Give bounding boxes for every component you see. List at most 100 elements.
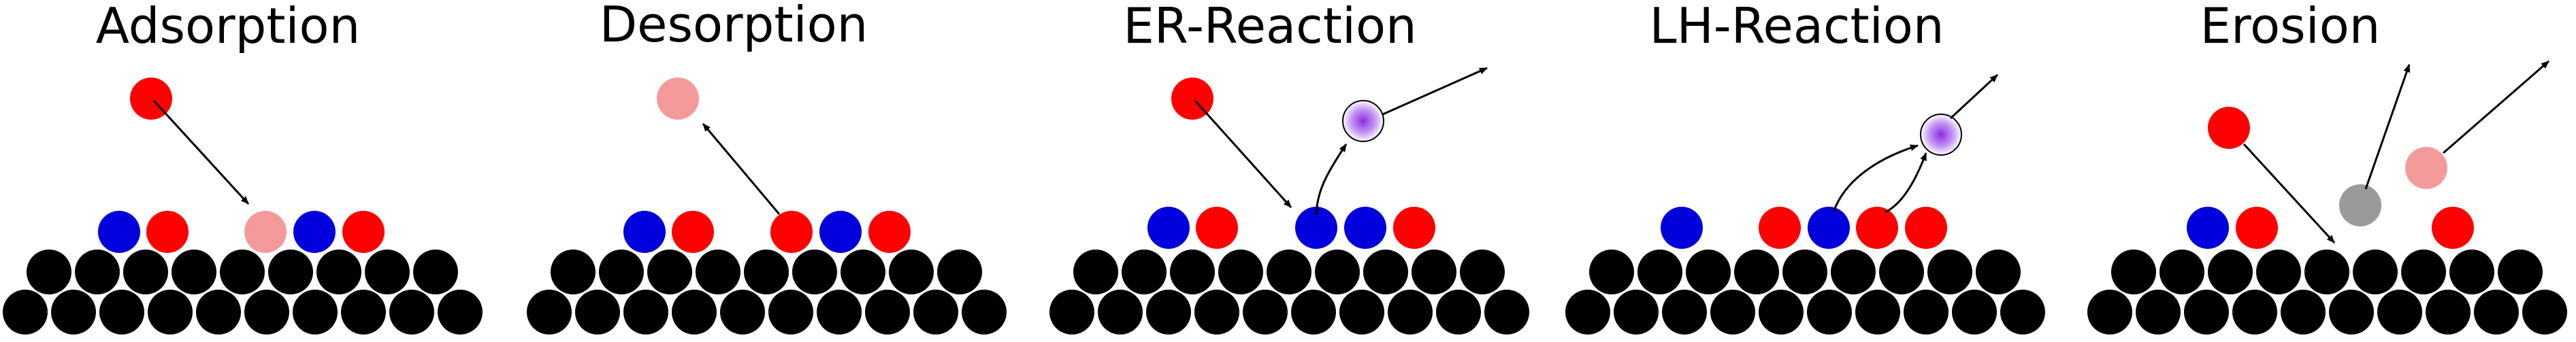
substrate-atom xyxy=(1218,250,1263,294)
reaction-product xyxy=(1920,114,1962,156)
substrate-atom xyxy=(438,290,483,335)
adsorbate-red xyxy=(2432,207,2474,249)
substrate-atom xyxy=(1565,290,1610,335)
adsorbate-red xyxy=(1905,207,1947,249)
substrate-atom xyxy=(389,290,434,335)
adsorbate-red xyxy=(1856,207,1898,249)
adsorbate-blue xyxy=(623,211,666,253)
substrate-atom xyxy=(1686,250,1731,294)
substrate-atom xyxy=(2136,290,2181,335)
sputtered-atom xyxy=(2405,147,2447,189)
substrate-atom xyxy=(413,250,458,294)
substrate-atom xyxy=(1315,250,1360,294)
substrate-atom xyxy=(1122,250,1167,294)
substrate-atom xyxy=(2401,250,2446,294)
substrate-atom xyxy=(27,250,71,294)
substrate-atom xyxy=(2426,290,2471,335)
substrate-atom xyxy=(2256,250,2301,294)
substrate-atom xyxy=(1637,250,1682,294)
substrate-atom xyxy=(2111,250,2156,294)
desorbed-atom xyxy=(657,78,699,120)
substrate-atom xyxy=(1098,290,1143,335)
substrate-atom xyxy=(1759,290,1804,335)
substrate-atom xyxy=(768,290,813,335)
substrate-atom xyxy=(268,250,313,294)
title-lh-reaction: LH-Reaction xyxy=(1649,0,1944,54)
substrate-atom xyxy=(672,290,717,335)
substrate-atom xyxy=(293,290,338,335)
substrate-atom xyxy=(1662,290,1707,335)
adsorbate-blue xyxy=(819,211,862,253)
substrate-atom xyxy=(1146,290,1191,335)
substrate-atom xyxy=(527,290,572,335)
substrate-atom xyxy=(817,290,862,335)
substrate-atom xyxy=(75,250,120,294)
substrate-atom xyxy=(575,290,620,335)
substrate-atom xyxy=(1614,290,1659,335)
substrate-atom xyxy=(2522,290,2567,335)
substrate-atom xyxy=(2000,290,2045,335)
adsorbate-blue xyxy=(2187,207,2229,249)
adsorbate-blue xyxy=(1344,207,1386,249)
erosion-ejection-arrow xyxy=(2364,64,2411,190)
title-desorption: Desorption xyxy=(599,0,868,53)
substrate-atom xyxy=(2304,250,2349,294)
desorption-arrow xyxy=(702,123,781,215)
substrate-atom xyxy=(1388,290,1433,335)
substrate-atom xyxy=(1436,290,1481,335)
substrate-atom xyxy=(2377,290,2422,335)
substrate-atom xyxy=(937,250,982,294)
substrate-atom xyxy=(962,290,1007,335)
substrate-layer xyxy=(3,250,2567,335)
reaction-product xyxy=(1342,100,1384,142)
substrate-atom xyxy=(244,290,289,335)
substrate-atom xyxy=(1243,290,1288,335)
substrate-atom xyxy=(1976,250,2021,294)
substrate-atom xyxy=(2353,250,2398,294)
arrow-layer xyxy=(152,60,2549,244)
substrate-atom xyxy=(1710,290,1755,335)
substrate-atom xyxy=(123,250,168,294)
adsorbate-red xyxy=(868,211,911,253)
substrate-atom xyxy=(792,250,837,294)
impact-arrow xyxy=(2243,143,2336,244)
adsorbed-atom-pink xyxy=(244,211,287,253)
substrate-atom xyxy=(1782,250,1827,294)
substrate-atom xyxy=(1363,250,1408,294)
substrate-atom xyxy=(3,290,48,335)
adsorbate-blue xyxy=(293,211,336,253)
substrate-atom xyxy=(1073,250,1118,294)
substrate-atom xyxy=(1049,290,1094,335)
substrate-atom xyxy=(599,250,644,294)
substrate-atom xyxy=(744,250,789,294)
substrate-atom xyxy=(2329,290,2374,335)
product-release-arrow xyxy=(1949,73,1999,120)
er-reaction-arrow xyxy=(1315,143,1348,216)
substrate-atom xyxy=(1952,290,1997,335)
adsorbate-red xyxy=(672,211,714,253)
lh-reaction-arrow xyxy=(1832,144,1919,213)
incoming-atom xyxy=(2208,107,2250,149)
substrate-atom xyxy=(2232,290,2277,335)
substrate-atom xyxy=(2281,290,2326,335)
adsorbate-red xyxy=(1196,207,1238,249)
substrate-atom xyxy=(865,290,910,335)
substrate-atom xyxy=(841,250,885,294)
adsorption-arrow xyxy=(152,99,250,205)
substrate-atom xyxy=(1831,250,1876,294)
substrate-atom xyxy=(196,290,241,335)
substrate-atom xyxy=(2159,250,2204,294)
adsorbate-red xyxy=(770,211,813,253)
title-erosion: Erosion xyxy=(2200,0,2381,54)
substrate-atom xyxy=(172,250,216,294)
substrate-atom xyxy=(720,290,765,335)
substrate-atom xyxy=(913,290,958,335)
substrate-atom xyxy=(1339,290,1384,335)
substrate-atom xyxy=(2087,290,2132,335)
adsorbate-blue xyxy=(1661,207,1703,249)
substrate-atom xyxy=(2208,250,2253,294)
substrate-atom xyxy=(2184,290,2229,335)
substrate-atom xyxy=(889,250,934,294)
incoming-arrow xyxy=(1194,99,1292,209)
substrate-atom xyxy=(1484,290,1529,335)
